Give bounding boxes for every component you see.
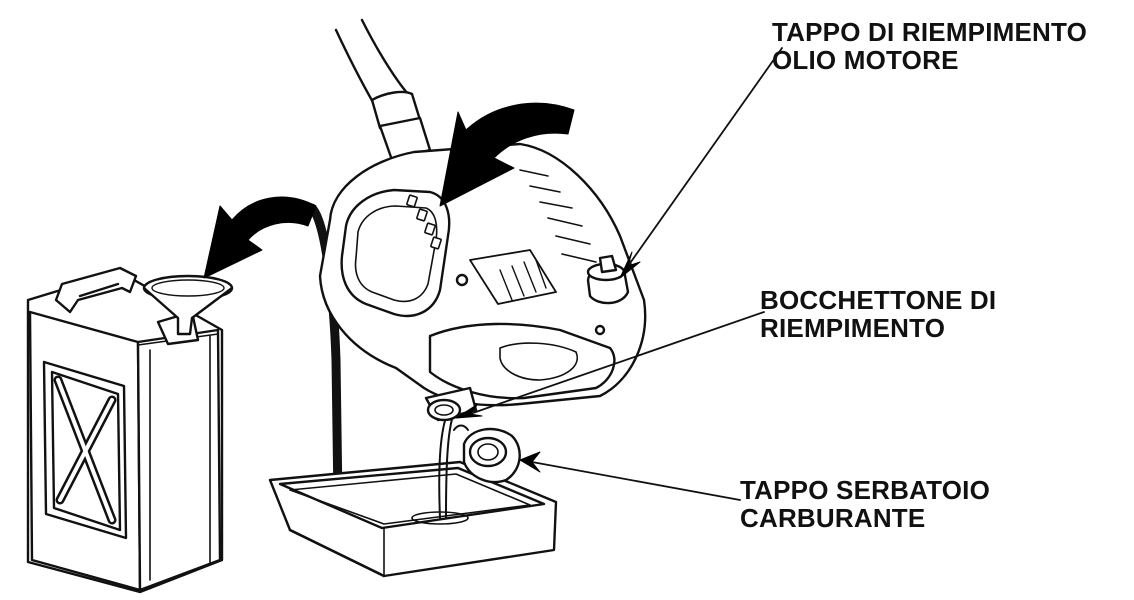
callout-filler-neck-line2: RIEMPIMENTO — [760, 313, 946, 343]
callout-filler-neck: BOCCHETTONE DI RIEMPIMENTO — [760, 286, 996, 342]
callout-oil-fill-cap-line2: OLIO MOTORE — [772, 45, 959, 75]
leader-filler-neck — [455, 311, 765, 419]
fuel-tank-cap — [453, 424, 521, 484]
filler-neck — [424, 386, 478, 422]
leader-oil-cap — [619, 47, 783, 279]
drain-pan — [268, 460, 558, 578]
funnel — [142, 274, 234, 336]
callout-fuel-tank-cap-line2: CARBURANTE — [740, 503, 926, 533]
callout-oil-fill-cap: TAPPO DI RIEMPIMENTO OLIO MOTORE — [772, 18, 1087, 74]
leader-fuel-cap — [519, 451, 741, 501]
engine-assembly — [318, 18, 647, 422]
oil-fill-cap — [586, 254, 630, 305]
callout-oil-fill-cap-line1: TAPPO DI RIEMPIMENTO — [772, 17, 1088, 47]
tilt-arrow-icon — [439, 102, 575, 207]
fuel-jerrycan — [26, 266, 224, 594]
drain-direction-arrow-icon — [203, 196, 317, 279]
callout-filler-neck-line1: BOCCHETTONE DI — [760, 285, 997, 315]
callout-fuel-tank-cap: TAPPO SERBATOIO CARBURANTE — [740, 476, 990, 532]
callout-fuel-tank-cap-line1: TAPPO SERBATOIO — [740, 475, 991, 505]
